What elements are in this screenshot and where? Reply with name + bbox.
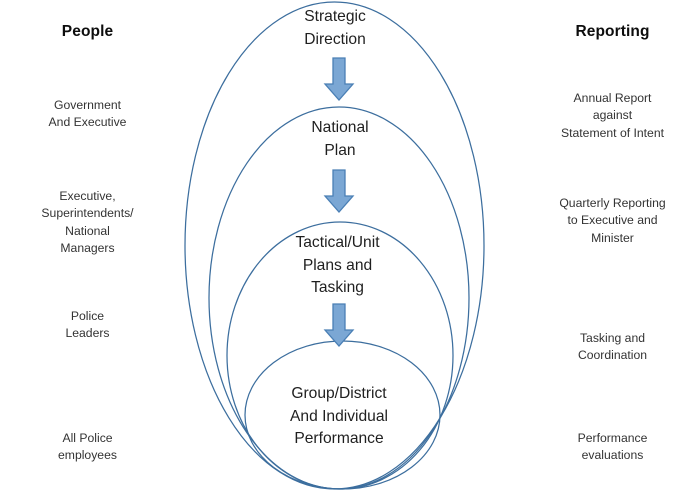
level-label-tactical-unit-plans-and-tasking: Tactical/Unit Plans and Tasking [295,234,380,297]
people-item-police-leaders: Police Leaders [65,309,110,341]
reporting-item-annual-report: Annual Report against Statement of Inten… [561,91,664,140]
reporting-item-tasking-and-coordination: Tasking and Coordination [577,331,648,363]
level-label-group-district-and-individual-performance: Group/District And Individual Performanc… [290,385,388,448]
reporting-item-quarterly-reporting: Quarterly Reporting to Executive and Min… [559,196,666,245]
reporting-column-heading: Reporting [575,23,650,40]
level-label-national-plan: National Plan [311,119,369,159]
reporting-item-performance-evaluations: Performance evaluations [577,431,648,463]
arrow-down-icon [323,57,355,101]
people-item-government-and-executive: Government And Executive [48,98,127,130]
arrow-down-icon [323,303,355,347]
people-item-all-police-employees: All Police employees [58,431,117,463]
people-column-heading: People [61,23,114,40]
arrow-down-icon [323,169,355,213]
level-label-strategic-direction: Strategic Direction [304,8,366,48]
people-item-executive-superintendents-national-managers: Executive, Superintendents/ National Man… [41,189,134,255]
